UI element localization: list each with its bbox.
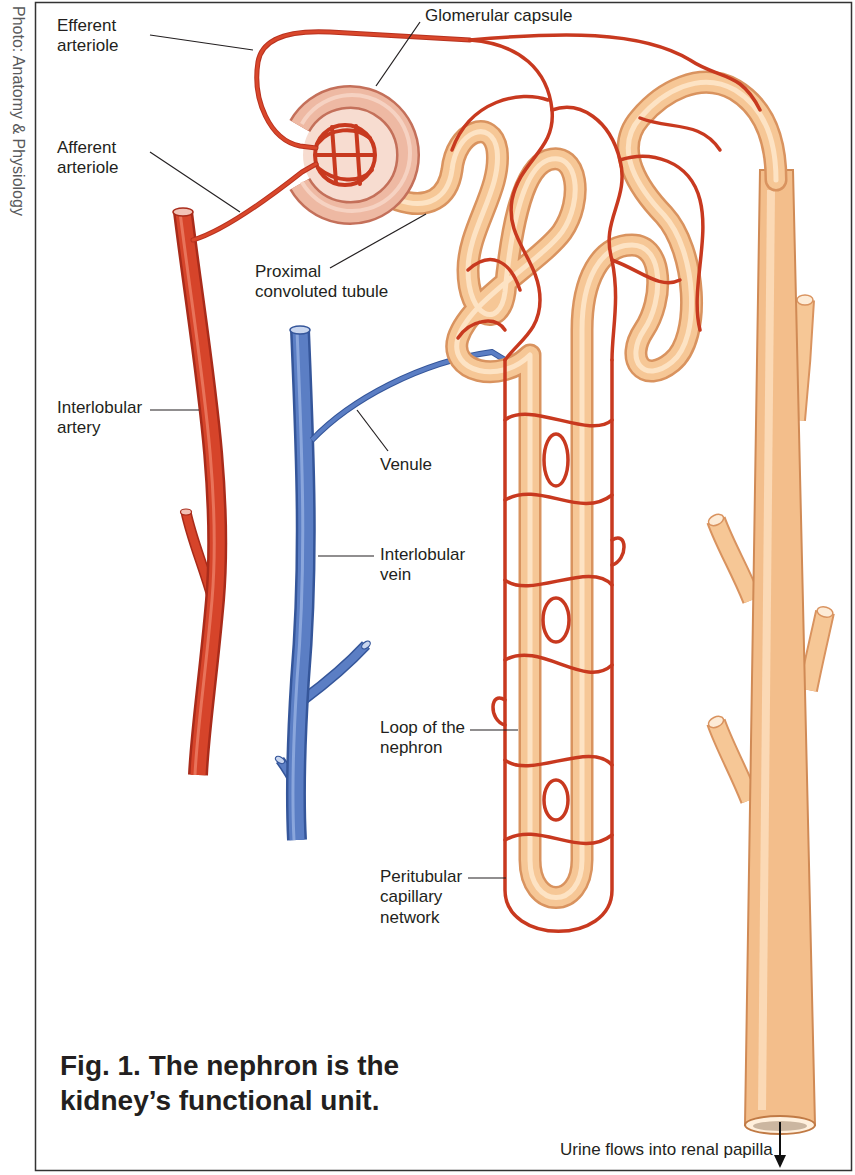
- capillary-network: [505, 414, 612, 426]
- part-label: Venule: [380, 455, 460, 475]
- part-label: Afferent arteriole: [57, 138, 157, 179]
- capillary-network: [452, 35, 760, 931]
- collecting-duct: [707, 714, 726, 730]
- collecting-duct: [716, 722, 750, 800]
- capillary-network: [470, 40, 552, 360]
- collecting-duct: [816, 605, 834, 619]
- capillary-network: [505, 756, 612, 765]
- arteriole: [257, 32, 470, 148]
- capillary-network: [612, 260, 680, 283]
- capillary-network: [612, 538, 624, 565]
- capillary-network: [452, 97, 548, 150]
- interlobular-artery: [173, 208, 217, 775]
- flow-arrow: [779, 1122, 781, 1157]
- collecting-duct: [808, 612, 825, 690]
- leader-line: [357, 410, 388, 451]
- glomerulus: [316, 153, 374, 157]
- arteriole: [193, 164, 316, 240]
- nephron-tubule: [398, 82, 776, 897]
- part-label: Interlobular vein: [380, 545, 480, 586]
- capillary-network: [552, 107, 622, 360]
- capillary-network: [505, 834, 612, 843]
- interlobular-vein: [293, 330, 303, 840]
- nephron-tubule: [398, 82, 776, 897]
- photo-credit: Photo: Anatomy & Physiology: [9, 6, 28, 216]
- glomerulus: [315, 125, 375, 185]
- glomerular-capsule: [300, 95, 410, 213]
- capillary-network: [505, 494, 612, 503]
- leader-line: [150, 22, 518, 878]
- interlobular-artery: [173, 208, 193, 216]
- collecting-duct: [745, 170, 815, 1125]
- flow-arrow: [774, 1155, 786, 1168]
- figure-frame: [36, 3, 852, 1171]
- collecting-duct: [716, 722, 750, 800]
- interlobular-vein: [290, 326, 310, 334]
- interlobular-vein: [360, 639, 372, 650]
- leader-line: [318, 555, 374, 556]
- glomerulus: [318, 168, 372, 180]
- collecting-duct: [716, 520, 752, 600]
- figure-caption: Fig. 1. The nephron is the kidney’s func…: [60, 1048, 470, 1118]
- capillary-network: [543, 598, 569, 642]
- interlobular-vein: [274, 755, 286, 765]
- part-label: Proximal convoluted tubule: [255, 262, 400, 303]
- part-label: Peritubular capillary network: [380, 867, 480, 928]
- glomerulus: [315, 125, 375, 185]
- interlobular-vein: [303, 645, 366, 700]
- leader-line: [470, 729, 518, 730]
- leader-line: [330, 214, 426, 268]
- capillary-network: [640, 118, 720, 150]
- capillary-network: [493, 698, 505, 725]
- collecting-duct: [716, 520, 752, 600]
- interlobular-artery: [181, 509, 192, 515]
- capillary-network: [620, 156, 703, 330]
- capillary-network: [468, 260, 520, 290]
- collecting-duct: [762, 190, 771, 1110]
- part-label: Loop of the nephron: [380, 718, 480, 759]
- leader-line: [468, 877, 506, 878]
- collecting-duct: [797, 295, 813, 305]
- capillary-network: [458, 321, 505, 338]
- arteriole: [193, 164, 316, 240]
- interlobular-vein: [303, 645, 366, 700]
- collecting-duct: [808, 612, 825, 690]
- leader-line: [150, 152, 240, 212]
- leader-line: [150, 409, 199, 410]
- collecting-duct: [707, 170, 834, 1134]
- part-label: Efferent arteriole: [57, 16, 157, 57]
- leader-line: [376, 22, 420, 86]
- capillary-network: [505, 576, 612, 585]
- flow-arrow: [774, 1122, 786, 1168]
- flow-note: Urine flows into renal papilla: [560, 1140, 773, 1160]
- glomerulus: [318, 130, 370, 143]
- capillary-network: [544, 434, 568, 486]
- interlobular-artery: [180, 212, 214, 775]
- nephron-tubule: [398, 82, 776, 897]
- collecting-duct: [707, 512, 726, 528]
- glomerular-capsule: [302, 95, 410, 211]
- arteriole: [257, 32, 470, 148]
- capillary-network: [544, 780, 568, 820]
- capillary-network: [505, 360, 612, 931]
- part-label: Glomerular capsule: [425, 6, 572, 26]
- part-label: Interlobular artery: [57, 398, 157, 439]
- leader-line: [150, 35, 253, 50]
- capillary-network: [505, 655, 612, 672]
- nephron-tubule: [398, 82, 776, 897]
